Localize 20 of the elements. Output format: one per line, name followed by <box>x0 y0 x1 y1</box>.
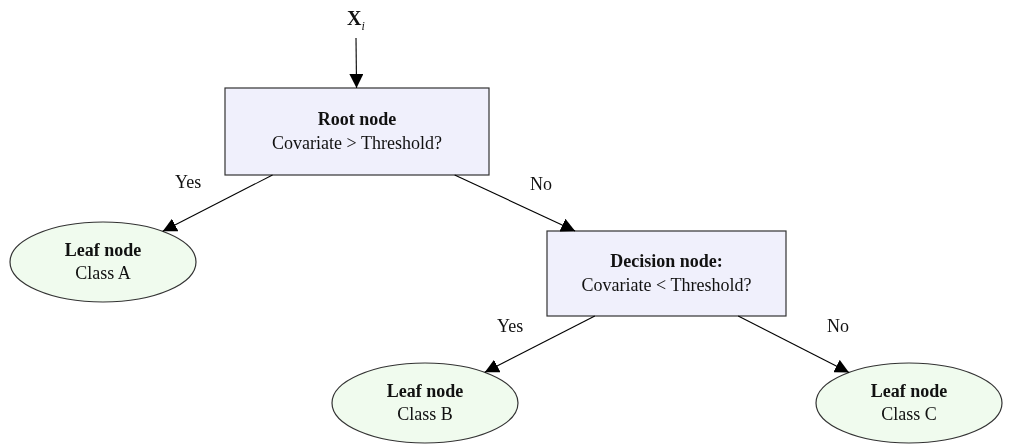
node-text: Class B <box>397 403 453 426</box>
input-symbol: X$_{i}$ <box>347 6 365 35</box>
arrow <box>737 315 850 373</box>
node-text: Covariate > Threshold? <box>272 131 442 155</box>
node-title: Leaf node <box>64 238 142 262</box>
arrow <box>454 174 576 232</box>
node-text: Covariate < Threshold? <box>581 273 752 297</box>
node-text: Class C <box>881 403 937 426</box>
edge-label: No <box>530 174 552 195</box>
arrow <box>162 174 274 232</box>
arrow <box>484 315 596 373</box>
edge-label: Yes <box>175 172 202 193</box>
arrow <box>349 37 364 89</box>
node-title: Leaf node <box>386 379 464 403</box>
edge-label: No <box>827 316 849 337</box>
node-text: Class A <box>75 262 131 285</box>
edge-label: Yes <box>497 316 524 337</box>
node-title: Root node <box>317 108 397 132</box>
node-title: Leaf node <box>870 379 948 403</box>
node-title: Decision node: <box>610 250 723 274</box>
